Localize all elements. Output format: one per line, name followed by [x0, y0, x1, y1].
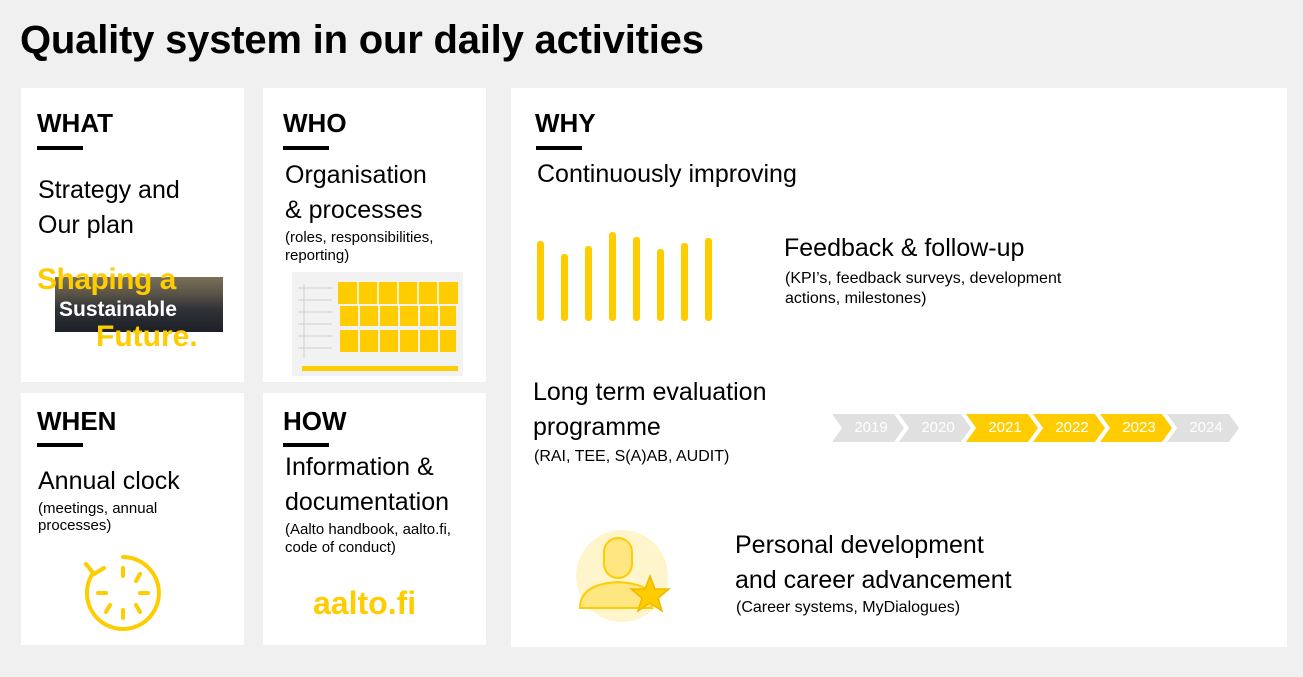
- person-star-icon: [576, 530, 672, 622]
- how-sub-2: code of conduct): [285, 539, 396, 556]
- when-sub-1: (meetings, annual: [38, 500, 158, 517]
- timeline-year: 2024: [1167, 414, 1239, 442]
- org-chart-thumbnail: [292, 272, 463, 376]
- feedback-sub-1: (KPI’s, feedback surveys, development: [785, 270, 1062, 287]
- how-heading: HOW: [283, 406, 347, 436]
- timeline-year: 2022: [1033, 414, 1105, 442]
- strategy-logo-line-1: Shaping a: [37, 263, 176, 296]
- how-line-2: documentation: [285, 488, 450, 516]
- personal-line-2: and career advancement: [735, 566, 1012, 594]
- who-line-1: Organisation: [285, 161, 427, 189]
- who-line-2: & processes: [285, 196, 423, 224]
- evaluation-line-1: Long term evaluation: [533, 378, 767, 406]
- what-heading: WHAT: [37, 108, 114, 138]
- when-heading: WHEN: [37, 406, 117, 436]
- why-subtitle: Continuously improving: [537, 160, 797, 188]
- feedback-sub-2: actions, milestones): [785, 290, 927, 307]
- page-title: Quality system in our daily activities: [20, 18, 704, 62]
- how-line-1: Information &: [285, 453, 434, 481]
- who-sub-1: (roles, responsibilities,: [285, 229, 434, 246]
- what-card: [21, 88, 244, 382]
- timeline-year: 2023: [1100, 414, 1172, 442]
- aalto-brand-text: aalto.fi: [313, 585, 417, 621]
- org-chart-graphic: [292, 272, 463, 376]
- when-card: [21, 393, 244, 645]
- timeline-year: 2021: [966, 414, 1038, 442]
- who-sub-2: reporting): [285, 247, 350, 264]
- strategy-logo-line-2: Sustainable: [59, 298, 177, 321]
- when-heading-underline: [37, 443, 83, 447]
- feedback-title: Feedback & follow-up: [784, 234, 1025, 262]
- personal-line-1: Personal development: [735, 531, 984, 559]
- who-heading-underline: [283, 146, 329, 150]
- evaluation-sub: (RAI, TEE, S(A)AB, AUDIT): [534, 448, 730, 465]
- strategy-logo-background: [55, 277, 223, 332]
- how-card: [263, 393, 486, 645]
- who-heading: WHO: [283, 108, 347, 138]
- when-line-1: Annual clock: [38, 467, 180, 495]
- when-sub-2: processes): [38, 517, 112, 534]
- strategy-logo-line-3: Future.: [96, 320, 198, 353]
- evaluation-line-2: programme: [533, 413, 661, 441]
- clock-icon: [84, 555, 161, 631]
- personal-sub: (Career systems, MyDialogues): [736, 599, 961, 616]
- why-heading: WHY: [535, 108, 596, 138]
- what-line-1: Strategy and: [38, 176, 180, 204]
- what-line-2: Our plan: [38, 211, 134, 239]
- why-heading-underline: [536, 146, 582, 150]
- what-heading-underline: [37, 146, 83, 150]
- timeline-year: 2019: [832, 414, 904, 442]
- timeline-year: 2020: [899, 414, 971, 442]
- how-heading-underline: [283, 443, 329, 447]
- how-sub-1: (Aalto handbook, aalto.fi,: [285, 521, 451, 538]
